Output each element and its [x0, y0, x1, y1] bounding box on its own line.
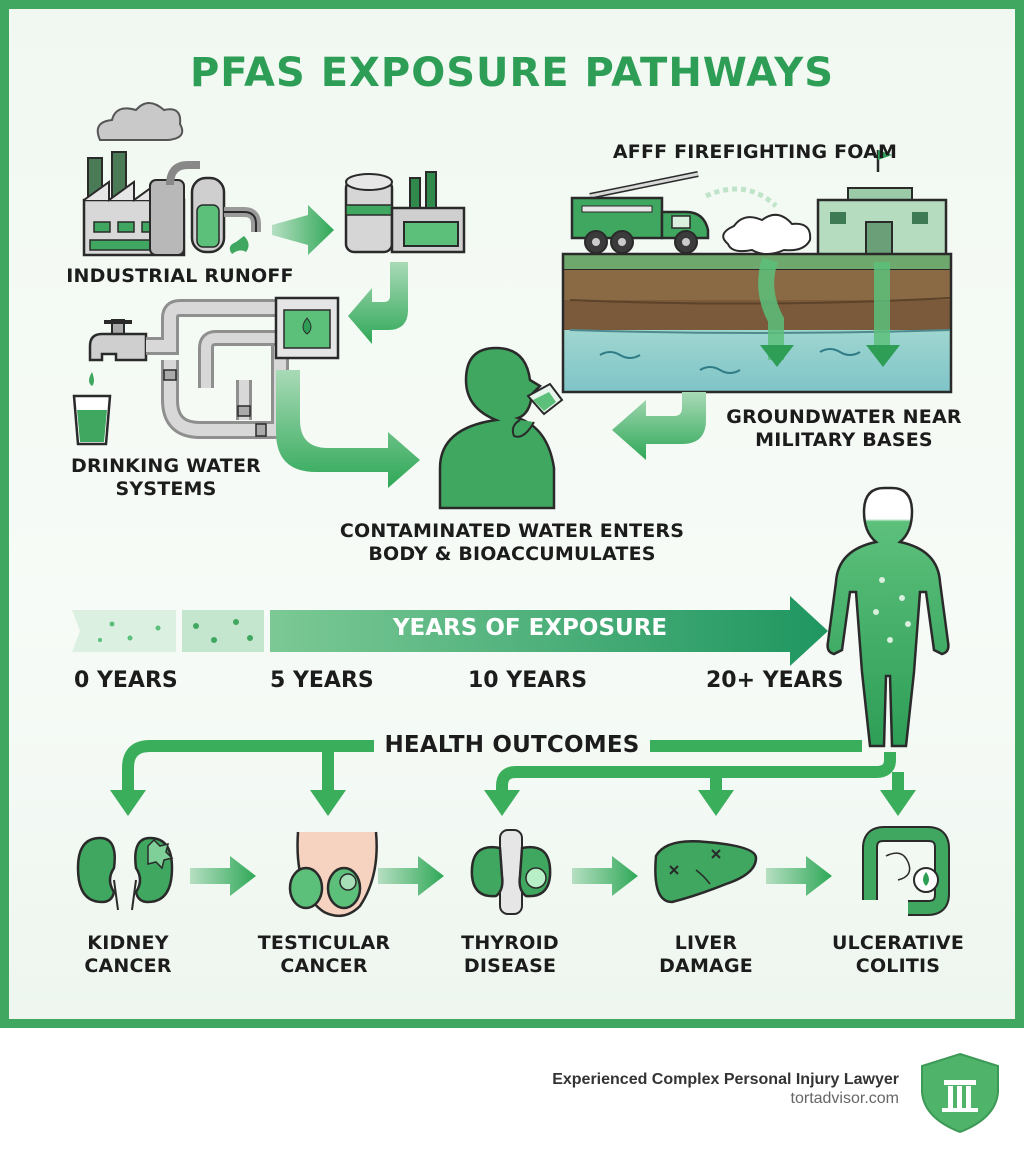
pipes-icon	[146, 296, 340, 439]
year-label-5: 5 YEARS	[270, 668, 374, 693]
outcome-arrowheads	[110, 790, 916, 816]
arrow-industry-to-plant	[272, 205, 334, 255]
years-of-exposure-banner: YEARS OF EXPOSURE	[392, 615, 668, 641]
outcome-branches	[122, 740, 904, 790]
bioaccumulation-label-line1: CONTAMINATED WATER ENTERS	[339, 520, 685, 542]
outcome-label-line2: CANCER	[280, 955, 368, 977]
year-label-10: 10 YEARS	[468, 668, 588, 693]
person-drinking-icon	[438, 346, 564, 510]
year-label-20-plus: 20+ YEARS	[706, 668, 844, 693]
drinking-water-label: DRINKING WATER SYSTEMS	[56, 455, 276, 501]
outcome-label-line2: COLITIS	[855, 955, 941, 977]
groundwater-label-line1: GROUNDWATER NEAR	[726, 406, 962, 428]
afff-foam-label: AFFF FIREFIGHTING FOAM	[612, 141, 898, 163]
thyroid-icon	[470, 829, 552, 915]
outcome-thyroid-disease: THYROID DISEASE	[440, 932, 580, 978]
water-glass-icon	[72, 394, 112, 446]
bioaccumulation-label-line2: BODY & BIOACCUMULATES	[368, 543, 656, 565]
body-silhouette-icon	[826, 486, 950, 748]
groundwater-label-line2: MILITARY BASES	[755, 429, 933, 451]
outcome-label-line1: TESTICULAR	[257, 932, 391, 954]
drinking-water-label-line2: SYSTEMS	[115, 478, 217, 500]
colon-icon	[862, 826, 950, 916]
outcome-kidney-cancer: KIDNEY CANCER	[58, 932, 198, 978]
outcome-testicular-cancer: TESTICULAR CANCER	[244, 932, 404, 978]
footer-website-link[interactable]: tortadvisor.com	[790, 1090, 899, 1107]
year-label-0: 0 YEARS	[74, 668, 178, 693]
page-title: PFAS EXPOSURE PATHWAYS	[189, 50, 835, 96]
outcome-label-line2: CANCER	[84, 955, 172, 977]
outcome-ulcerative-colitis: ULCERATIVE COLITIS	[818, 932, 978, 978]
outcome-label-line2: DAMAGE	[659, 955, 753, 977]
groundwater-label: GROUNDWATER NEAR MILITARY BASES	[714, 406, 974, 452]
treatment-plant-icon	[344, 171, 466, 254]
shield-pillar-logo-icon	[921, 1052, 999, 1134]
liver-icon	[654, 840, 758, 904]
industrial-runoff-label: INDUSTRIAL RUNOFF	[66, 265, 294, 287]
factory-icon	[82, 102, 261, 257]
outcome-label-line1: KIDNEY	[87, 932, 169, 954]
bioaccumulation-label: CONTAMINATED WATER ENTERS BODY & BIOACCU…	[300, 520, 724, 566]
faucet-icon	[88, 319, 148, 386]
testes-icon	[288, 831, 378, 918]
kidney-icon	[76, 836, 174, 911]
arrow-groundwater-to-person	[612, 392, 706, 460]
fire-truck-icon	[570, 171, 778, 254]
outcome-label-line1: THYROID	[461, 932, 559, 954]
footer-tagline: Experienced Complex Personal Injury Lawy…	[552, 1071, 899, 1088]
drinking-water-label-line1: DRINKING WATER	[71, 455, 261, 477]
timeline	[72, 596, 828, 666]
arrow-plant-to-pipes	[348, 262, 408, 344]
outcome-chain-arrows	[190, 856, 832, 896]
outcome-liver-damage: LIVER DAMAGE	[636, 932, 776, 978]
arrow-pipes-to-person	[276, 370, 420, 488]
outcome-label-line2: DISEASE	[463, 955, 557, 977]
military-base-icon	[816, 150, 948, 258]
outcome-label-line1: LIVER	[674, 932, 738, 954]
health-outcomes-header: HEALTH OUTCOMES	[384, 732, 640, 758]
ground-cross-section	[561, 213, 953, 394]
outcome-label-line1: ULCERATIVE	[831, 932, 965, 954]
